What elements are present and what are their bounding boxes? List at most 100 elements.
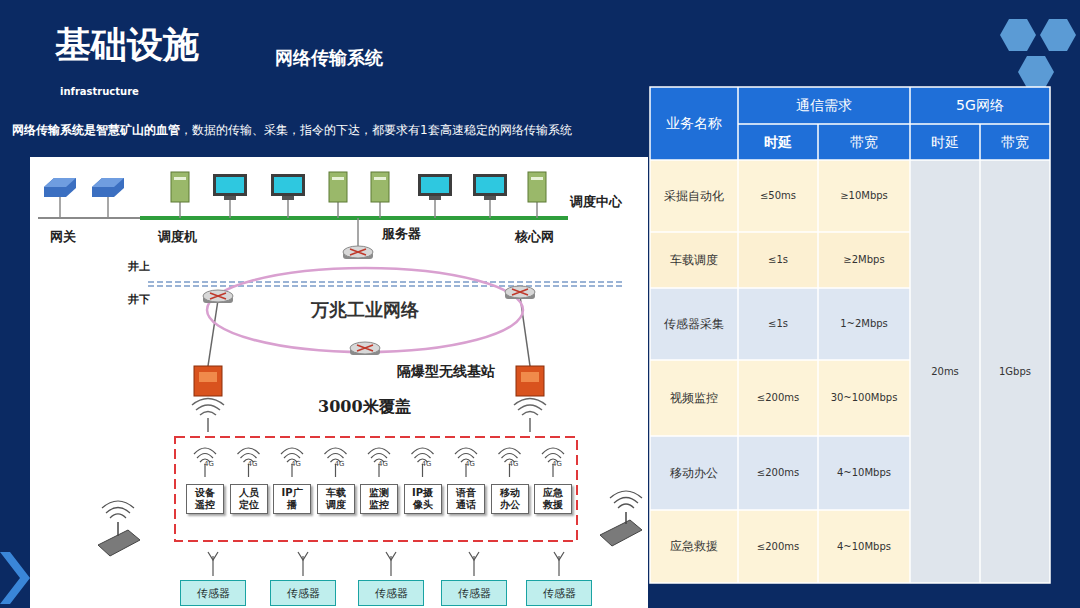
table-cell: 4~10Mbps — [818, 436, 910, 510]
node-text: 车载调度 — [323, 487, 348, 511]
service-box: 应急救援 — [534, 484, 572, 514]
hexagon-decor — [1000, 19, 1076, 88]
table-cell: 带宽 — [980, 124, 1050, 160]
node-text: 传感器 — [543, 586, 576, 601]
subtitle-en: infrastructure — [60, 86, 139, 98]
node-text: 传感器 — [287, 586, 320, 601]
area-label: 调度中心 — [570, 195, 622, 210]
table-cell: ≤200ms — [738, 436, 818, 510]
network-ring: 万兆工业网络 — [205, 266, 525, 354]
band-label: 4G — [422, 460, 432, 468]
chevron-decor — [0, 552, 30, 604]
surface-line — [148, 282, 625, 286]
router-icon — [203, 290, 233, 302]
table-cell: 通信需求 — [738, 87, 910, 124]
antenna-symbol — [208, 552, 564, 576]
service-box: 语音通话 — [447, 484, 485, 514]
bus-line — [140, 216, 568, 220]
band-label: 4G — [378, 460, 388, 468]
table-cell: 应急救援 — [650, 510, 738, 583]
table-cell: 5G网络 — [910, 87, 1050, 124]
node-text: 移动办公 — [497, 487, 522, 511]
area-label: 井上 — [128, 261, 150, 274]
description: ，数据的传输、采集，指令的下达，都要求有1套高速稳定的网络传输系统 — [180, 124, 572, 138]
description: 网络传输系统是智慧矿山的血管 — [12, 124, 180, 138]
router-icon — [350, 342, 380, 354]
antenna-symbol — [194, 448, 564, 477]
node-text: 应急救援 — [541, 487, 566, 511]
device-label: 网关 — [50, 230, 76, 245]
table-cell: 业务名称 — [650, 87, 738, 160]
router-icon — [505, 286, 535, 298]
sensor-box: 传感器 — [358, 580, 424, 606]
table-cell: ≥2Mbps — [818, 232, 910, 288]
band-label: 4G — [465, 460, 475, 468]
slide-title: 基础设施 — [55, 24, 199, 65]
table-cell: ≥10Mbps — [818, 160, 910, 232]
service-box: IP摄像头 — [404, 484, 442, 514]
device-label: 核心网 — [515, 230, 554, 245]
node-text: 设备遥控 — [193, 487, 218, 511]
service-box: 设备遥控 — [186, 484, 224, 514]
table-cell: 时延 — [738, 124, 818, 160]
table-grid — [650, 87, 1050, 583]
ring-line — [207, 268, 523, 352]
node-text: 语音通话 — [454, 487, 479, 511]
gateway-icon — [44, 178, 124, 197]
node-text: 传感器 — [375, 586, 408, 601]
service-box: 人员定位 — [230, 484, 268, 514]
device-label: 调度机 — [158, 230, 197, 245]
table-cell: ≤200ms — [738, 510, 818, 583]
router-icon — [343, 246, 373, 258]
band-label: 4G — [335, 460, 345, 468]
table-cell: 20ms — [910, 160, 980, 583]
table-cell: 1~2Mbps — [818, 288, 910, 360]
node-text: IP摄像头 — [410, 487, 435, 511]
node-text: 传感器 — [197, 586, 230, 601]
monitor-icon — [213, 174, 507, 200]
sensor-box: 传感器 — [180, 580, 246, 606]
coverage-region — [175, 437, 577, 541]
band-label: 4G — [248, 460, 258, 468]
diagram-panel — [30, 157, 648, 608]
table-cell: ≤1s — [738, 288, 818, 360]
table-cell: 4~10Mbps — [818, 510, 910, 583]
coverage-label: 3000米覆盖 — [318, 398, 411, 416]
server-icon — [171, 172, 546, 202]
wifi-symbol — [192, 399, 546, 433]
table-cell: 时延 — [910, 124, 980, 160]
table-cell: ≤200ms — [738, 360, 818, 436]
subtitle: 网络传输系统 — [275, 48, 383, 69]
service-box: 监测监控 — [360, 484, 398, 514]
node-text: 监测监控 — [367, 487, 392, 511]
band-label: 4G — [552, 460, 562, 468]
band-label: 4G — [291, 460, 301, 468]
sensor-box: 传感器 — [441, 580, 507, 606]
area-label: 井下 — [128, 294, 150, 307]
service-box: 车载调度 — [317, 484, 355, 514]
sensor-box: 传感器 — [526, 580, 592, 606]
node-text: 传感器 — [458, 586, 491, 601]
node-text: IP广播 — [280, 487, 305, 511]
table-cell: 移动办公 — [650, 436, 738, 510]
service-box: 移动办公 — [491, 484, 529, 514]
sensor-box: 传感器 — [270, 580, 336, 606]
table-cell: 视频监控 — [650, 360, 738, 436]
table-cell: 采掘自动化 — [650, 160, 738, 232]
device-label: 隔爆型无线基站 — [397, 363, 495, 379]
device-label: 服务器 — [382, 227, 421, 242]
node-text: 万兆工业网络 — [311, 298, 419, 322]
band-label: 4G — [204, 460, 214, 468]
table-cell: 车载调度 — [650, 232, 738, 288]
band-label: 4G — [509, 460, 519, 468]
service-box: IP广播 — [273, 484, 311, 514]
node-text: 人员定位 — [236, 487, 261, 511]
table-cell: 1Gbps — [980, 160, 1050, 583]
table-cell: 带宽 — [818, 124, 910, 160]
table-cell: 传感器采集 — [650, 288, 738, 360]
table-cell: ≤1s — [738, 232, 818, 288]
table-cell: ≤50ms — [738, 160, 818, 232]
table-cell: 30~100Mbps — [818, 360, 910, 436]
